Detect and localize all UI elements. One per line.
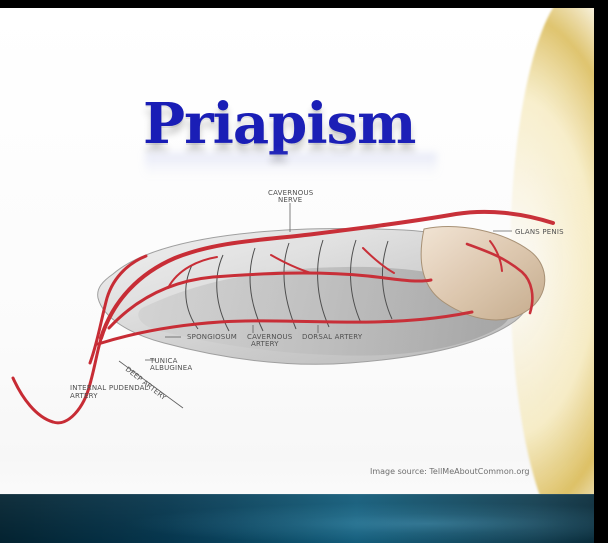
label-left-2: ALBUGINEA	[150, 364, 192, 372]
label-top-left-2: NERVE	[278, 196, 302, 204]
label-bottom-left-1: INTERNAL PUDENDAL	[70, 384, 149, 392]
label-center-right: DORSAL ARTERY	[302, 333, 363, 341]
slide-canvas: Priapism	[0, 8, 594, 543]
anatomy-diagram: CAVERNOUS NERVE GLANS PENIS CAVERNOUS AR…	[12, 187, 592, 442]
slide-title: Priapism	[143, 88, 431, 160]
label-center-2: ARTERY	[251, 340, 279, 348]
image-credit: Image source: TellMeAboutCommon.org	[370, 464, 580, 480]
label-bottom-left-2: ARTERY	[70, 392, 98, 400]
label-left-mid: SPONGIOSUM	[187, 333, 237, 341]
label-tip: GLANS PENIS	[515, 228, 564, 236]
artery-tail	[13, 333, 103, 423]
slide-footer-bar	[0, 494, 594, 543]
